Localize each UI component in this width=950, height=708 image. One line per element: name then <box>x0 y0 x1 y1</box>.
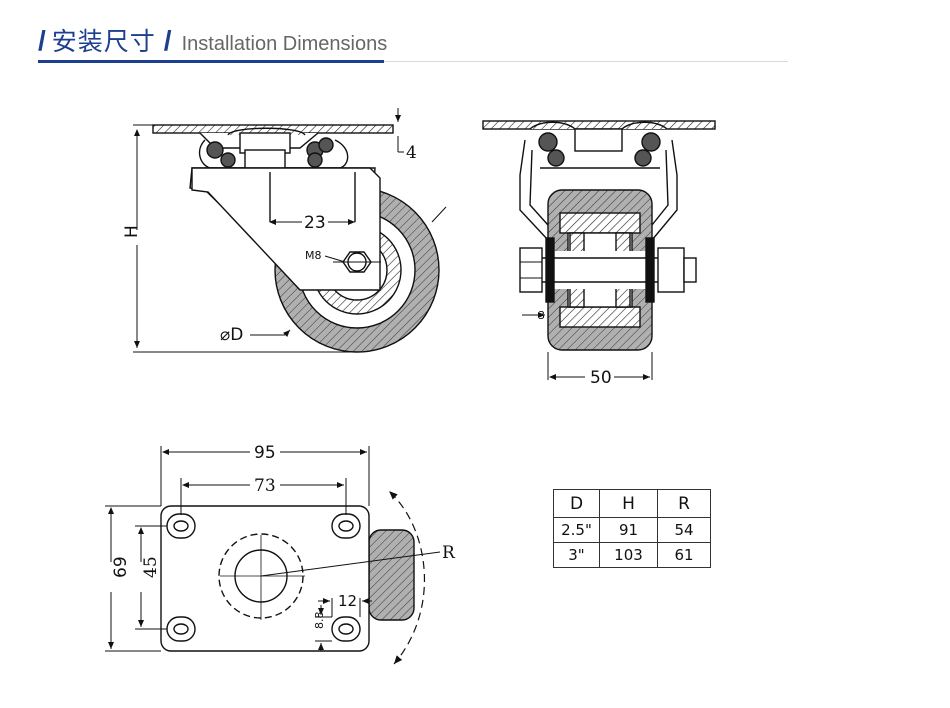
dim-offset: 23 <box>304 213 326 233</box>
dim-hole-slot: 12 <box>338 592 357 610</box>
table-header: R <box>657 489 711 518</box>
table-cell: 54 <box>657 517 711 543</box>
dim-hole-size: 8.8 <box>313 612 326 630</box>
dim-washer: 3 <box>538 309 545 322</box>
dim-hole-spacing-short: 45 <box>141 556 161 578</box>
table-cell: 61 <box>657 542 711 568</box>
dim-width: 50 <box>590 368 612 388</box>
table-row: 3" 103 61 <box>553 542 711 568</box>
dim-plate-width: 69 <box>111 556 131 578</box>
top-view <box>105 446 441 665</box>
table-header: D <box>553 489 600 518</box>
header-underline <box>38 60 384 63</box>
table-header-row: D H R <box>553 489 711 518</box>
dim-hole-spacing-long: 73 <box>254 476 276 496</box>
dim-plate-thickness: 4 <box>406 143 417 163</box>
front-view <box>482 120 716 380</box>
table-cell: 2.5" <box>553 517 600 543</box>
header-slash: / <box>38 25 46 56</box>
table-row: 2.5" 91 54 <box>553 517 711 543</box>
title-english: Installation Dimensions <box>181 33 388 55</box>
table-cell: 3" <box>553 542 600 568</box>
dim-bolt: M8 <box>305 249 322 262</box>
dim-radius: R <box>442 543 456 563</box>
section-header: / 安装尺寸 / Installation Dimensions <box>38 22 387 62</box>
header-slash-2: / <box>163 25 172 56</box>
table-header: H <box>599 489 658 518</box>
dim-plate-length: 95 <box>254 443 276 463</box>
title-chinese: 安装尺寸 <box>51 27 156 56</box>
side-view <box>133 108 447 353</box>
table-cell: 91 <box>599 517 658 543</box>
dimension-table: D H R 2.5" 91 54 3" 103 61 <box>553 489 711 568</box>
dim-diameter: ⌀D <box>220 325 243 345</box>
dim-height: H <box>122 225 142 238</box>
header-divider <box>384 61 788 62</box>
table-cell: 103 <box>599 542 658 568</box>
